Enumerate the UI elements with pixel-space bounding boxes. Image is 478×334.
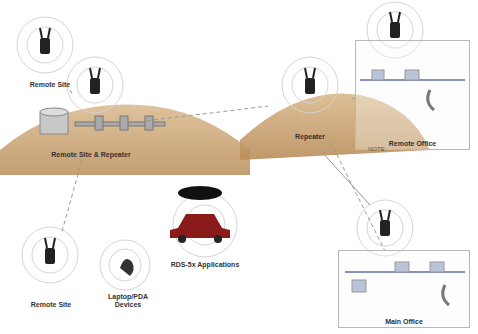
radio-link: [70, 90, 73, 95]
site-node: Remote Site: [15, 18, 85, 90]
note-text: NOTE:: [368, 146, 386, 152]
node-label: Main Office: [339, 318, 469, 326]
pipeline: [75, 116, 165, 130]
office-box: Remote Office: [355, 40, 470, 150]
radio-units: [40, 12, 400, 264]
leader-line: [320, 150, 370, 205]
node-label: Remote Site & Repeater: [35, 151, 147, 159]
node-label: Laptop/PDA Devices: [95, 293, 161, 309]
vehicle: [178, 186, 222, 200]
node-label: Remote Site: [15, 81, 85, 89]
site-node: Remote Site: [15, 232, 87, 310]
hill: [0, 105, 250, 175]
pda-device: [120, 259, 134, 276]
node-label: RDS-5x Applications: [165, 261, 245, 269]
office-box: Main Office: [338, 250, 470, 328]
site-node: Remote Site & Repeater: [35, 95, 147, 160]
radio-link: [147, 106, 268, 121]
storage-tank: [40, 108, 68, 134]
node-label: Remote Site: [15, 301, 87, 309]
site-node: RDS-5x Applications: [165, 182, 245, 270]
vehicle: [170, 214, 230, 243]
radio-link: [331, 142, 385, 250]
node-label: Repeater: [268, 133, 352, 141]
site-node: Laptop/PDA Devices: [95, 242, 161, 310]
site-node: Repeater: [268, 60, 352, 142]
radio-link: [352, 98, 355, 99]
radio-link: [62, 160, 82, 232]
